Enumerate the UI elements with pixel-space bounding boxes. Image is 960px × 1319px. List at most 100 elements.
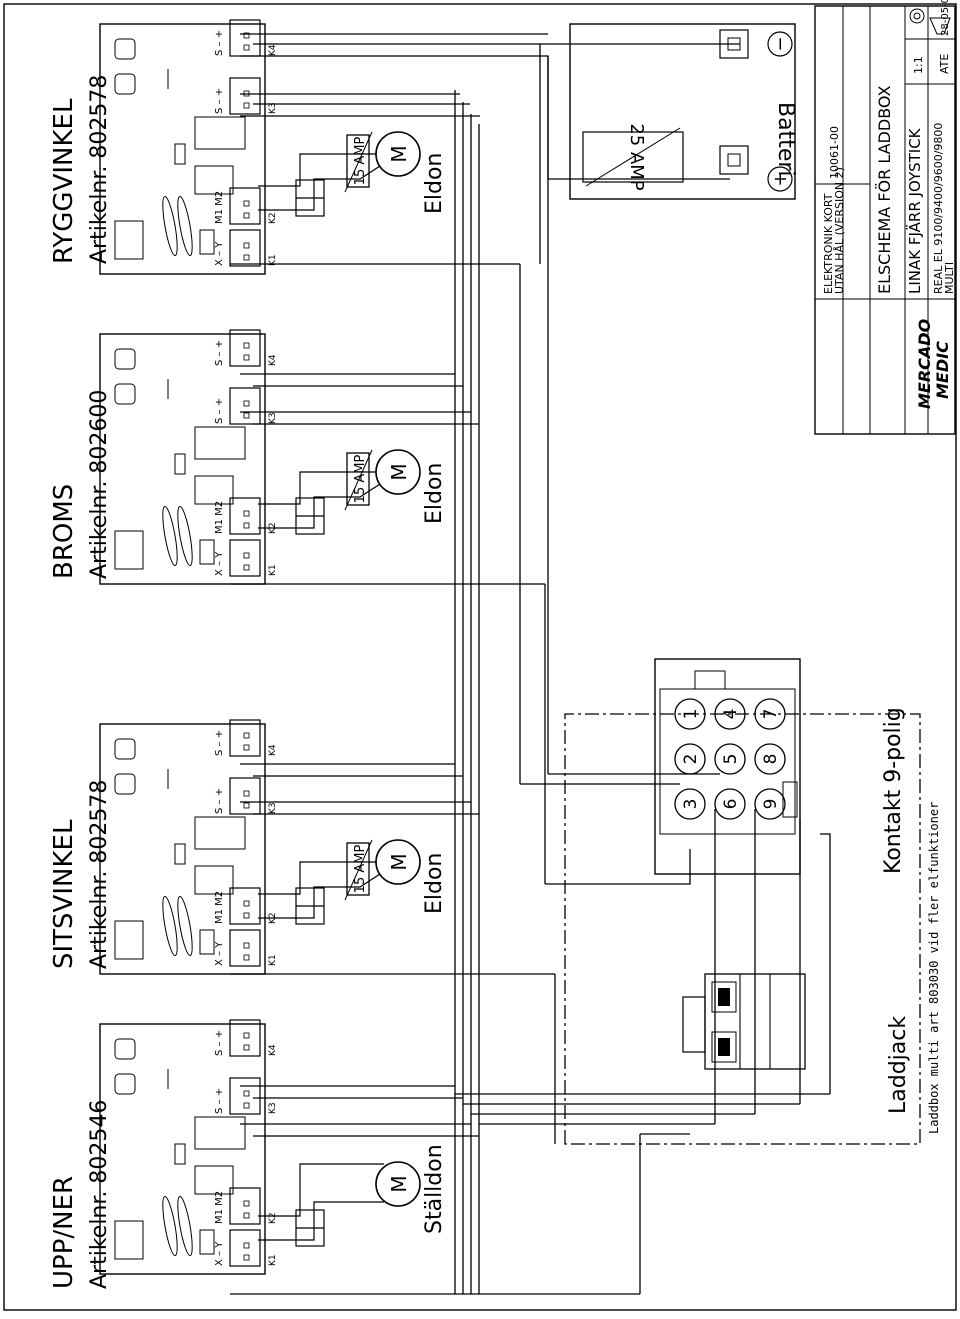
inline-plugs (295, 179, 325, 1247)
diode-1 (162, 505, 178, 567)
laddjack-label: Laddjack (886, 1016, 911, 1114)
connector-k1 (229, 1229, 261, 1267)
xy-label: X – Y (214, 1241, 225, 1266)
connector-k4 (229, 329, 261, 367)
pin (243, 1102, 250, 1109)
ic-chip (114, 220, 144, 260)
sp-label-2: S – + (214, 730, 225, 756)
motor-m-glyph: M (387, 853, 411, 870)
title-block: ELEKTRONIK KORT UTAN HÅL (VERSION 2) 100… (814, 0, 956, 435)
connector-k2 (229, 187, 261, 225)
connector-k1-label: K1 (268, 954, 278, 966)
pin (243, 732, 250, 739)
sp-label-1: S – + (214, 398, 225, 424)
sp-label-1: S – + (214, 788, 225, 814)
jack-slot-2 (711, 981, 737, 1013)
motor-terminal-label: M1 M2 (214, 501, 225, 534)
board-outline (99, 333, 266, 585)
connector-pin-3 (674, 788, 706, 820)
bus-wiring (230, 33, 831, 1295)
sheet-border (3, 3, 957, 1311)
pin (243, 912, 250, 919)
small-component (199, 539, 215, 565)
board-outline (99, 23, 266, 275)
relay-1 (194, 165, 234, 195)
battery: 25 AMP + − Batteri (569, 23, 798, 200)
diode-2 (177, 895, 193, 957)
pin (243, 522, 250, 529)
sp-label-1: S – + (214, 1088, 225, 1114)
motor-sitsvinkel: M 15 AMP Eldon (344, 839, 447, 914)
connector-pin-number: 3 (681, 799, 701, 810)
battery-plus-glyph: + (770, 171, 791, 186)
capacitor-2 (114, 773, 136, 795)
sp-label-2: S – + (214, 30, 225, 56)
fuse-strike (344, 449, 373, 511)
connector-k4 (229, 719, 261, 757)
relay-2 (194, 1116, 246, 1150)
drawing-number: 10061-00 (828, 126, 841, 179)
connector-k4-label: K4 (268, 44, 278, 56)
connector-key-top (694, 670, 726, 690)
capacitor-1 (114, 738, 136, 760)
sp-label-2: S – + (214, 340, 225, 366)
battery-terminal-plus: + (719, 145, 793, 192)
connector-k2 (229, 1187, 261, 1225)
connector-k2 (229, 497, 261, 535)
pin (243, 242, 250, 249)
pin (243, 954, 250, 961)
connector-k1 (229, 929, 261, 967)
pin (243, 510, 250, 517)
diode-1 (162, 1195, 178, 1257)
connector-k1-label: K1 (268, 1254, 278, 1266)
motor-terminal-label: M1 M2 (214, 891, 225, 924)
connector-pin-number: 5 (721, 754, 741, 765)
connector-inner (659, 688, 796, 835)
connector-k3-label: K3 (268, 102, 278, 114)
product-line-1: REAL EL 9100/9400/9600/9800 (932, 123, 945, 294)
pin (243, 790, 250, 797)
capacitor-2 (114, 383, 136, 405)
resistor (174, 143, 186, 165)
resistor (174, 1143, 186, 1165)
motor-label-eldon: Eldon (422, 153, 447, 214)
connector-k3 (229, 1077, 261, 1115)
jack-slot-1 (711, 1031, 737, 1063)
relay-1 (194, 1165, 234, 1195)
fuse-strike (344, 839, 373, 901)
battery-terminal-minus: − (719, 29, 793, 59)
title-block-frame (814, 5, 956, 435)
pin (243, 1090, 250, 1097)
pin (243, 412, 250, 419)
ic-chip (114, 530, 144, 570)
connector-k4-label: K4 (268, 744, 278, 756)
connector-k3 (229, 77, 261, 115)
connector-k2-label: K2 (268, 212, 278, 224)
connector-pin-number: 2 (681, 754, 701, 765)
sp-label-1: S – + (214, 88, 225, 114)
battery-label: Batteri (773, 102, 798, 177)
pin (243, 1242, 250, 1249)
pin (243, 564, 250, 571)
battery-minus-glyph: − (770, 36, 791, 51)
pin (243, 1032, 250, 1039)
pin (243, 552, 250, 559)
board-outline (99, 723, 266, 975)
motor-ryggvinkel: M 15 AMP Eldon (344, 131, 447, 214)
diode-1 (162, 195, 178, 257)
diode-2 (177, 505, 193, 567)
connector-k1 (229, 539, 261, 577)
connector-pin-4 (714, 698, 746, 730)
diode-1 (162, 895, 178, 957)
connector-pin-2 (674, 743, 706, 775)
pin (243, 1254, 250, 1261)
pin (243, 1044, 250, 1051)
connector-pin-5 (714, 743, 746, 775)
connector-pin-number: 4 (721, 709, 741, 720)
